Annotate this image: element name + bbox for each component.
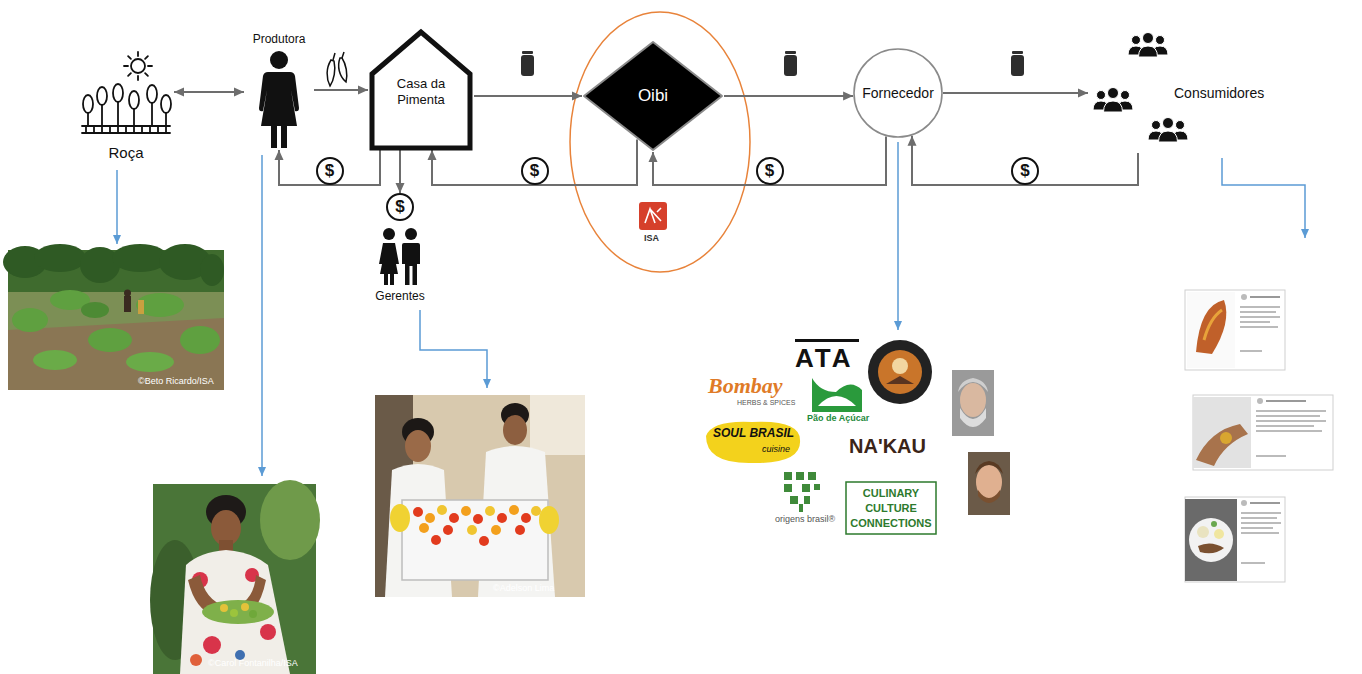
money-symbol: $ — [756, 157, 784, 185]
post-screenshot — [1185, 497, 1285, 582]
node-label: Oibi — [582, 86, 724, 106]
flow-arrow — [174, 91, 244, 93]
flow-arrow — [943, 92, 1088, 94]
money-symbol: $ — [316, 157, 344, 185]
node-label: Roça — [78, 144, 174, 162]
logo-text: HERBS & SPICES — [737, 399, 795, 407]
flow-arrow — [399, 150, 401, 193]
jar-icon — [521, 51, 1024, 76]
logo-text: cuisine — [762, 444, 790, 455]
node-label: Gerentes — [350, 289, 450, 303]
photo-credit: ©Carol Fontanilha/ISA — [208, 658, 298, 669]
flow-arrow — [474, 95, 582, 97]
logo-text: ISA — [644, 233, 659, 244]
field-node: Roça — [78, 48, 174, 166]
managers-node: $Gerentes — [362, 193, 438, 307]
node-label: Casa da Pimenta — [381, 76, 461, 107]
logo-text: origens brasil® — [775, 514, 835, 525]
woman-shape — [244, 28, 314, 150]
money-symbol: $ — [521, 157, 549, 185]
photo-credit: ©Beto Ricardo/ISA — [138, 376, 214, 387]
photo-credit: ©Adelson Lima — [493, 583, 554, 594]
house-node: Casa da Pimenta — [368, 28, 474, 150]
logo-text: CULINARY CULTURE CONNECTIONS — [848, 486, 934, 531]
post-screenshot — [1185, 290, 1285, 370]
flow-arrow — [724, 95, 853, 97]
partner-logos — [706, 339, 936, 534]
logo-text: Pão de Açúcar — [807, 413, 869, 424]
supplier-circle: Fornecedor — [853, 48, 943, 138]
money-symbol: $ — [1011, 157, 1039, 185]
logo-text: SOUL BRASIL — [713, 426, 794, 440]
leader-line — [117, 142, 1305, 476]
node-label: Fornecedor — [853, 85, 943, 102]
producer-node: Produtora — [244, 28, 314, 150]
node-label: Consumidores — [1174, 85, 1267, 102]
money-symbol: $ — [386, 193, 414, 221]
producer-photo — [150, 480, 320, 674]
flow-arrow — [653, 136, 886, 185]
flow-arrow — [314, 89, 368, 91]
node-label: Produtora — [229, 32, 329, 46]
managers-photo — [375, 395, 585, 597]
highlight-ellipse — [570, 12, 750, 272]
post-screenshot — [1193, 395, 1333, 470]
consumers-node: Consumidores — [1088, 28, 1273, 153]
logo-text: Bombay — [708, 373, 783, 399]
flow-arrow — [279, 150, 380, 185]
flow-arrow — [912, 136, 1138, 185]
chili-icon — [327, 52, 347, 86]
chef-portraits — [952, 370, 1010, 515]
logo-text: NA'KAU — [849, 434, 926, 458]
logo-text: ATA — [795, 343, 854, 374]
decision-diamond: Oibi — [582, 40, 724, 152]
isa-logo — [639, 202, 667, 230]
field-photo — [3, 244, 224, 390]
